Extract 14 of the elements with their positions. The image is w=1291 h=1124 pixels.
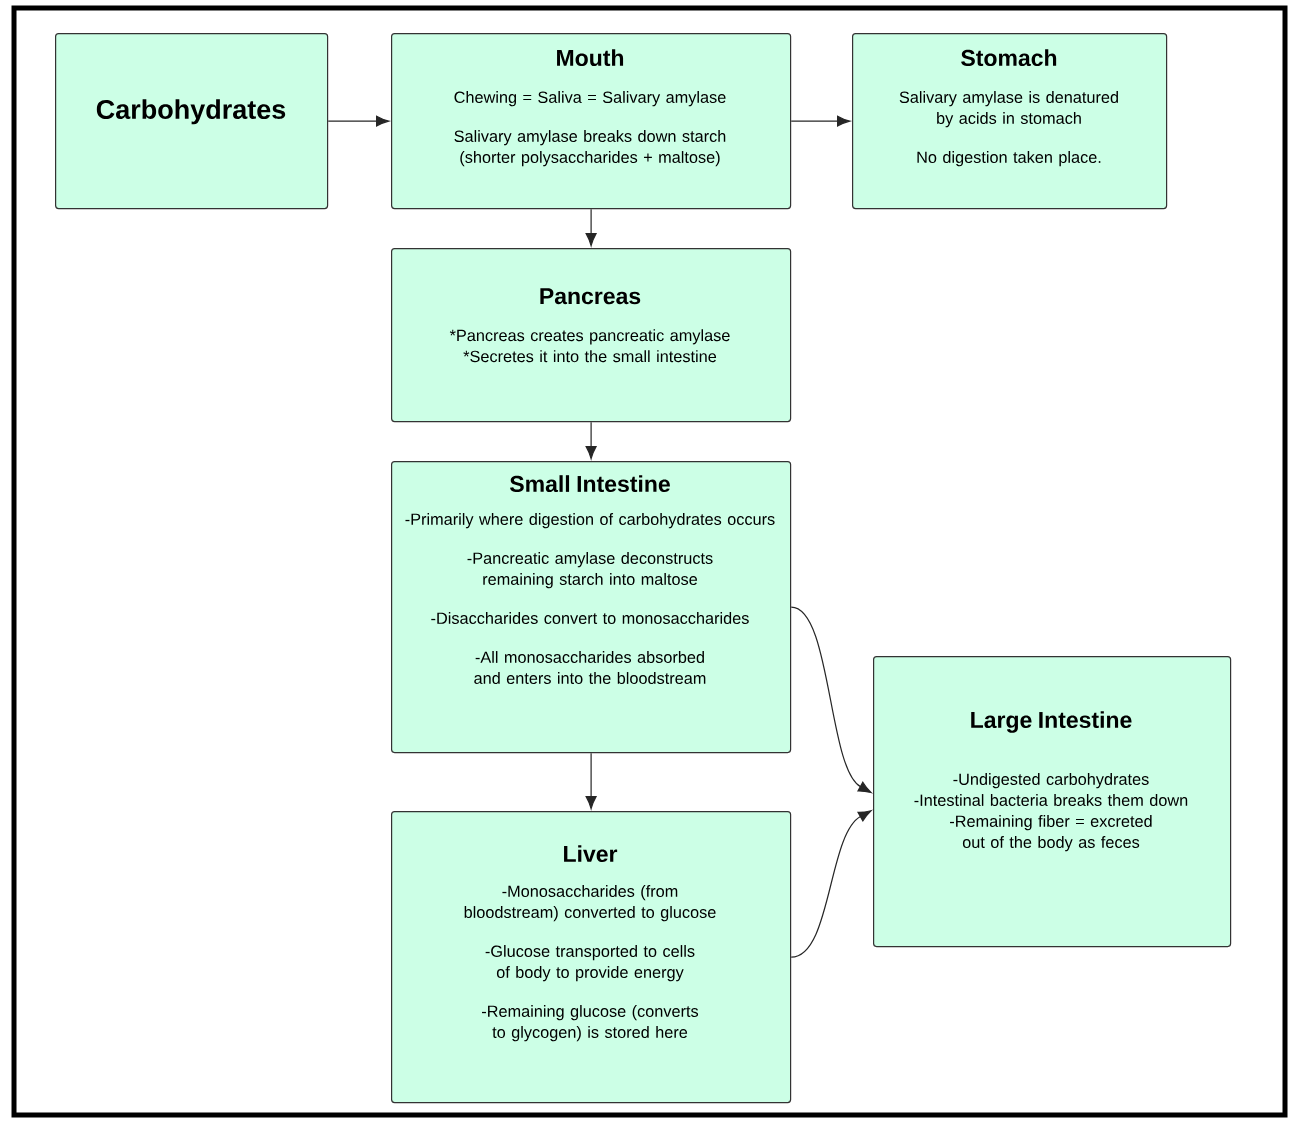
process-box: Stomach Salivary amylase is denatured by acids in stomach No digestion taken place.	[852, 33, 1168, 210]
process-box: Carbohydrates	[55, 33, 329, 210]
arrow	[327, 115, 390, 127]
arrow	[790, 606, 872, 794]
arrow	[585, 208, 597, 247]
process-box: Pancreas *Pancreas creates pancreatic amylase *Secretes it into the small intestine	[391, 248, 792, 423]
process-box: Large Intestine -Undigested carbohydrates -Intestinal bacteria breaks them down -Remaining fiber = excreted out of the body as feces	[873, 656, 1232, 948]
process-box: Mouth Chewing = Saliva = Salivary amylase Salivary amylase breaks down starch (shorter polysaccharides + maltose)	[391, 33, 792, 210]
arrow	[585, 752, 597, 810]
process-box: Liver -Monosaccharides (from bloodstream) converted to glucose -Glucose transported to cells of body to provide energy -Remaining glucose (converts to glycogen) is stored here	[391, 811, 792, 1104]
arrow	[585, 421, 597, 460]
arrow	[790, 115, 851, 127]
process-box: Small Intestine -Primarily where digestion of carbohydrates occurs -Pancreatic amylase deconstructs remaining starch into maltose -Disaccharides convert to monosaccharides -All monosaccharides absorbed and enters into the bloodstream	[391, 461, 792, 754]
arrow	[790, 810, 872, 958]
